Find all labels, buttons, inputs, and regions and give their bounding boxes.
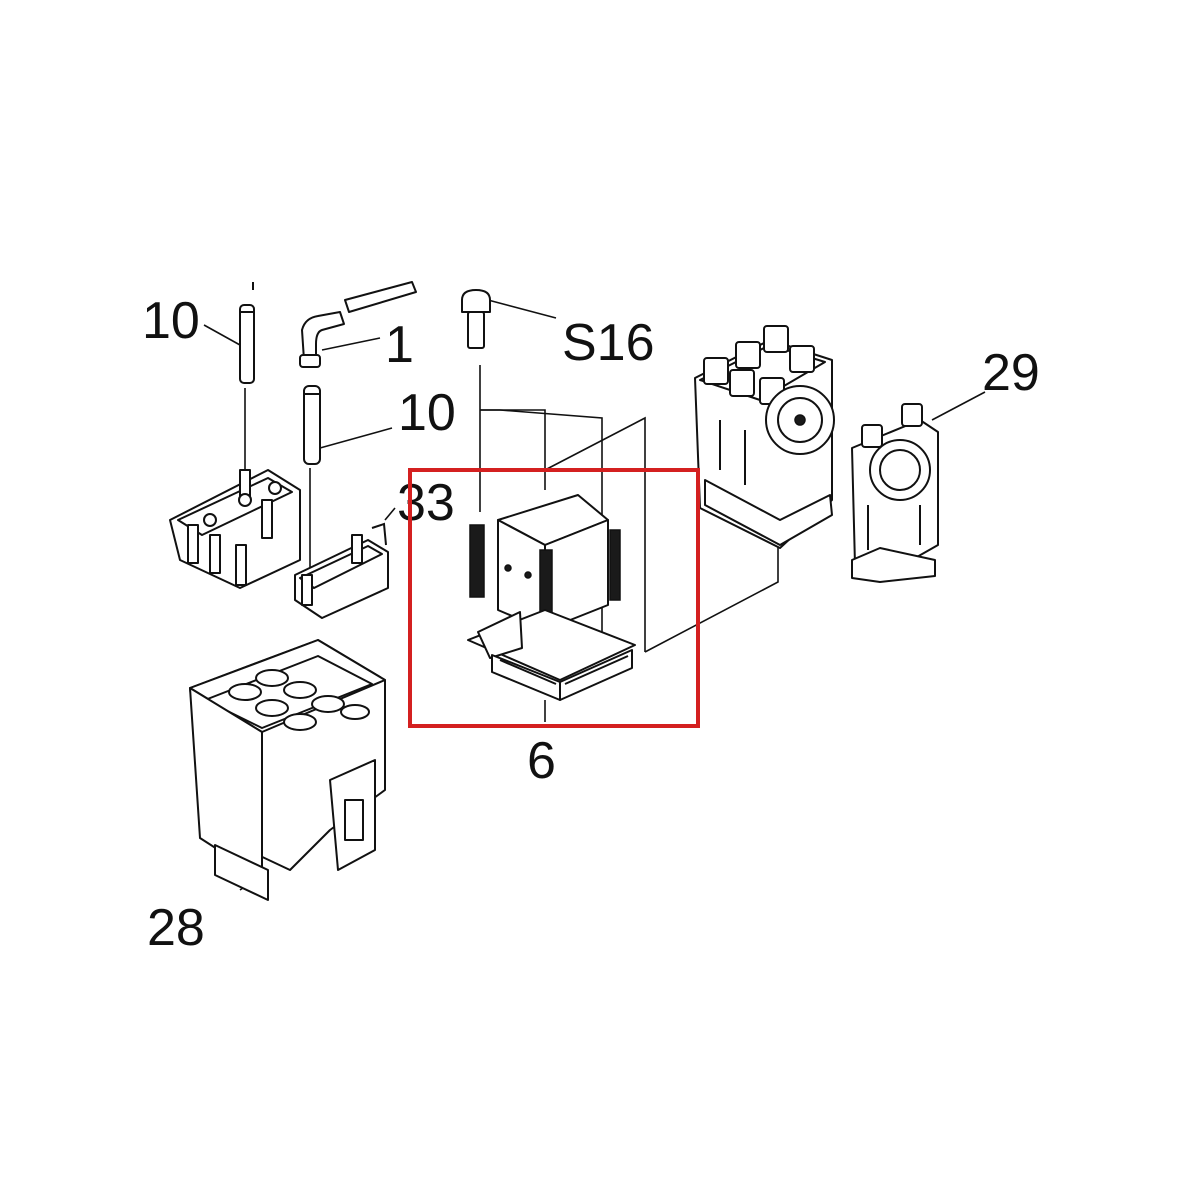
callout-10-left: 10 <box>142 292 200 350</box>
highlight-box-part-6 <box>408 468 700 728</box>
callout-s16: S16 <box>562 314 655 372</box>
callout-1: 1 <box>385 316 414 374</box>
part-s16-screw <box>461 289 491 349</box>
part-1-elbow-fitting <box>252 281 417 368</box>
callout-10-center: 10 <box>398 384 456 442</box>
part-29-damper <box>851 403 939 583</box>
leader-lines <box>203 299 986 891</box>
part-6-print-head <box>467 494 636 701</box>
part-damper-assembly <box>694 325 835 549</box>
callout-33: 33 <box>397 474 455 532</box>
part-10-center-pin <box>303 385 321 465</box>
callout-28: 28 <box>147 899 205 957</box>
part-left-carriage <box>169 469 301 589</box>
part-10-left-pin <box>239 304 255 384</box>
part-33-bracket <box>294 522 389 619</box>
callout-6: 6 <box>527 732 556 790</box>
part-28-cartridge-holder <box>189 639 386 901</box>
callout-29: 29 <box>982 344 1040 402</box>
